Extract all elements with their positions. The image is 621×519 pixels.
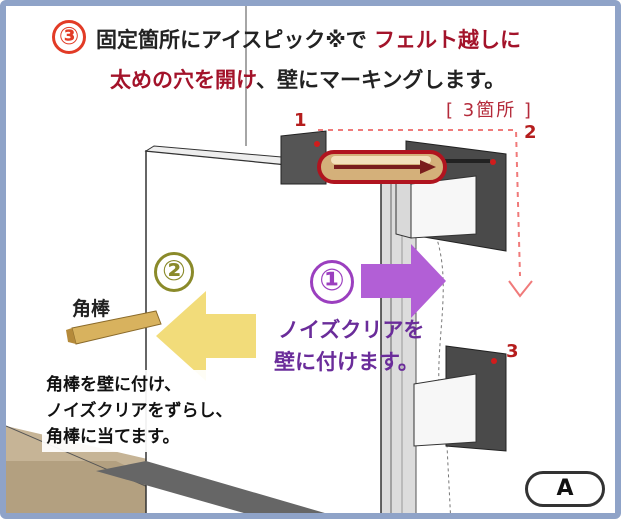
square-rod-end xyxy=(66,328,76,344)
step2-number: ② xyxy=(154,252,194,292)
step2-note: 角棒を壁に付け、 ノイズクリアをずらし、 角棒に当てます。 xyxy=(42,370,237,452)
marking-count: [ 3箇所 ] xyxy=(446,100,533,121)
step3-text-line1-b: フェルト越しに xyxy=(374,28,522,52)
marking-route-arrowhead xyxy=(508,280,533,298)
mark-dot-1 xyxy=(314,141,320,147)
marker-label-1: 1 xyxy=(294,110,307,131)
mark-dot-2 xyxy=(490,159,496,165)
marker-label-2: 2 xyxy=(524,122,537,143)
ice-pick-arrow-head xyxy=(420,160,436,174)
step1-number: ① xyxy=(310,260,354,304)
bracket-block-bottom xyxy=(413,373,477,447)
step1-text-line2: 壁に付けます。 xyxy=(274,350,419,374)
step3-number: ③ xyxy=(52,20,86,54)
ice-pick-handle-highlight xyxy=(331,156,431,164)
figure-badge: A xyxy=(525,471,605,507)
ice-pick-shaft xyxy=(442,159,490,163)
bracket-block-top xyxy=(410,175,477,239)
mark-dot-3 xyxy=(491,358,497,364)
installation-scene xyxy=(6,6,533,513)
bracket-small-plate xyxy=(280,130,327,185)
marker-label-3: 3 xyxy=(506,341,519,362)
step3-text-line1-a: 固定箇所にアイスピック※で xyxy=(96,28,375,52)
step3-text-line2-b: 、壁にマーキングします。 xyxy=(255,68,506,92)
bracket-block-side xyxy=(395,175,412,239)
step1-text-line1: ノイズクリアを xyxy=(278,318,425,342)
wall-dashed-edge xyxy=(435,235,451,513)
square-rod-label: 角棒 xyxy=(72,298,111,320)
step3-text-line2-a: 太めの穴を開け xyxy=(110,68,256,92)
floor-rail xyxy=(96,461,325,513)
step2-arrow xyxy=(156,291,256,381)
step3-text-line2: 太めの穴を開け、壁にマーキングします。 xyxy=(110,64,505,94)
step3-text-line1: 固定箇所にアイスピック※で フェルト越しに xyxy=(96,24,521,54)
step1-arrow xyxy=(361,244,446,318)
